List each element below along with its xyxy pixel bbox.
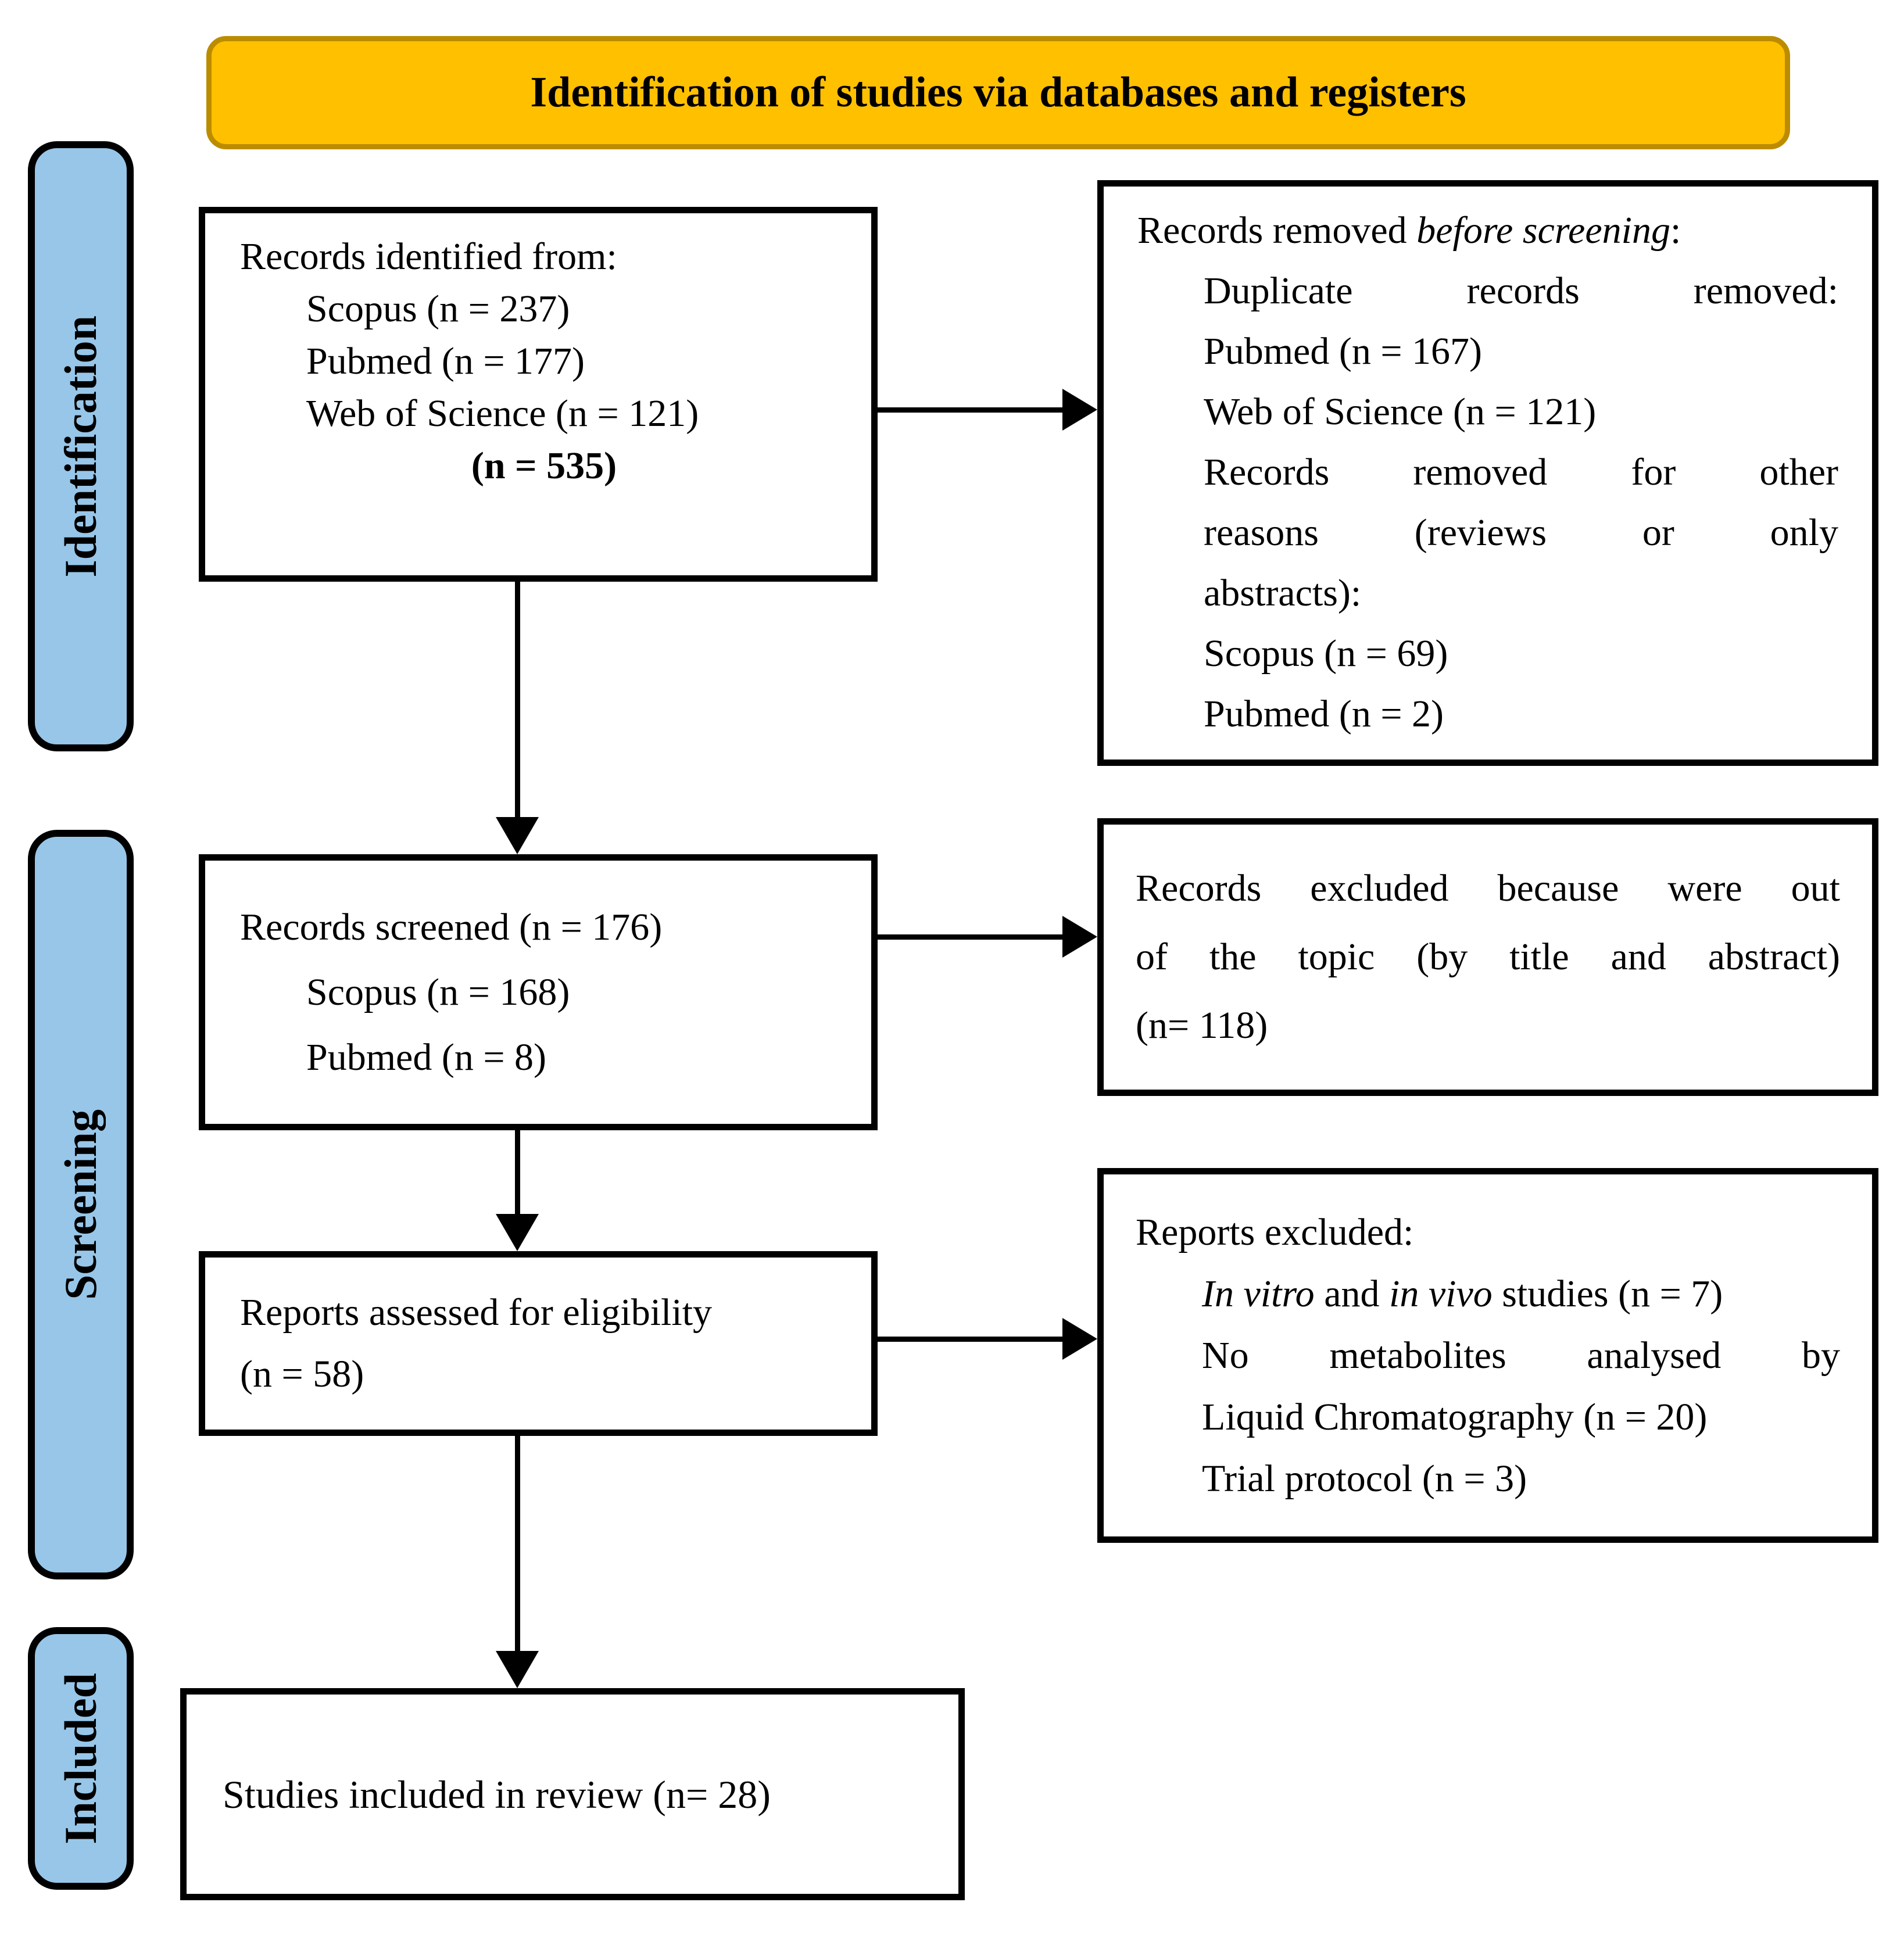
stage-label-screening: Screening [55, 1109, 106, 1300]
arrow-screened-to-excluded-line [878, 934, 1066, 940]
reports-excluded-intro: Reports excluded: [1136, 1210, 1414, 1253]
arrow-identified-to-removed-line [878, 407, 1066, 413]
records-excluded-line1: Records excluded because were out [1136, 867, 1840, 909]
records-removed-other-line3: abstracts): [1204, 572, 1362, 614]
records-screened-item-pubmed: Pubmed (n = 8) [306, 1036, 547, 1079]
banner-title: Identification of studies via databases … [206, 36, 1790, 149]
records-removed-duplicates-pubmed: Pubmed (n = 167) [1204, 330, 1483, 372]
records-removed-other-pubmed: Pubmed (n = 2) [1204, 693, 1444, 735]
arrowhead-right-icon [1062, 916, 1097, 958]
records-excluded-line3: (n= 118) [1136, 1004, 1268, 1047]
arrowhead-right-icon [1062, 1318, 1097, 1360]
arrowhead-down-icon [496, 1651, 539, 1688]
stage-label-included: Included [55, 1672, 106, 1844]
records-removed-duplicates-heading: Duplicate records removed: [1204, 270, 1838, 312]
arrowhead-down-icon [496, 817, 539, 854]
stage-label-identification: Identification [55, 315, 106, 578]
box-studies-included: Studies included in review (n= 28) [180, 1688, 965, 1900]
records-removed-other-scopus: Scopus (n = 69) [1204, 632, 1448, 675]
studies-included-text: Studies included in review (n= 28) [223, 1772, 771, 1817]
banner-title-text: Identification of studies via databases … [530, 69, 1466, 116]
records-identified-intro: Records identified from: [240, 235, 617, 278]
arrowhead-right-icon [1062, 389, 1097, 431]
records-screened-intro: Records screened (n = 176) [240, 905, 663, 948]
records-removed-duplicates-wos: Web of Science (n = 121) [1204, 391, 1597, 433]
stage-tab-identification: Identification [28, 141, 134, 751]
arrow-assessed-to-included-line [515, 1436, 520, 1653]
records-identified-item-wos: Web of Science (n = 121) [306, 392, 699, 435]
reports-excluded-metabolites-line2: Liquid Chromatography (n = 20) [1202, 1395, 1708, 1438]
records-removed-intro-italic: before screening [1416, 209, 1670, 252]
records-excluded-line2: of the topic (by title and abstract) [1136, 936, 1840, 978]
records-identified-total: (n = 535) [471, 445, 617, 487]
box-records-excluded: Records excluded because were out of the… [1097, 818, 1878, 1096]
stage-tab-screening: Screening [28, 830, 134, 1579]
records-identified-item-pubmed: Pubmed (n = 177) [306, 340, 585, 382]
arrow-assessed-to-reports-excluded-line [878, 1337, 1066, 1342]
arrow-identified-to-screened-line [515, 582, 520, 820]
box-reports-excluded: Reports excluded: In vitro and in vivo s… [1097, 1168, 1878, 1543]
records-removed-other-line1: Records removed for other [1204, 451, 1838, 493]
reports-assessed-line1: Reports assessed for eligibility [240, 1291, 713, 1334]
reports-excluded-invitro: In vitro and in vivo studies (n = 7) [1202, 1272, 1723, 1315]
arrowhead-down-icon [496, 1214, 539, 1251]
stage-tab-included: Included [28, 1627, 134, 1890]
reports-assessed-line2: (n = 58) [240, 1353, 364, 1395]
records-removed-intro: Records removed before screening: [1137, 209, 1681, 252]
arrow-screened-to-assessed-line [515, 1130, 520, 1216]
box-reports-assessed: Reports assessed for eligibility (n = 58… [199, 1251, 878, 1436]
box-records-screened: Records screened (n = 176) Scopus (n = 1… [199, 854, 878, 1130]
records-removed-other-line2: reasons (reviews or only [1204, 511, 1838, 554]
reports-excluded-trial: Trial protocol (n = 3) [1202, 1457, 1527, 1500]
reports-excluded-metabolites-line1: No metabolites analysed by [1202, 1334, 1840, 1377]
records-screened-item-scopus: Scopus (n = 168) [306, 970, 570, 1013]
box-records-identified: Records identified from: Scopus (n = 237… [199, 207, 878, 582]
records-identified-item-scopus: Scopus (n = 237) [306, 288, 570, 330]
box-records-removed: Records removed before screening: Duplic… [1097, 180, 1878, 766]
